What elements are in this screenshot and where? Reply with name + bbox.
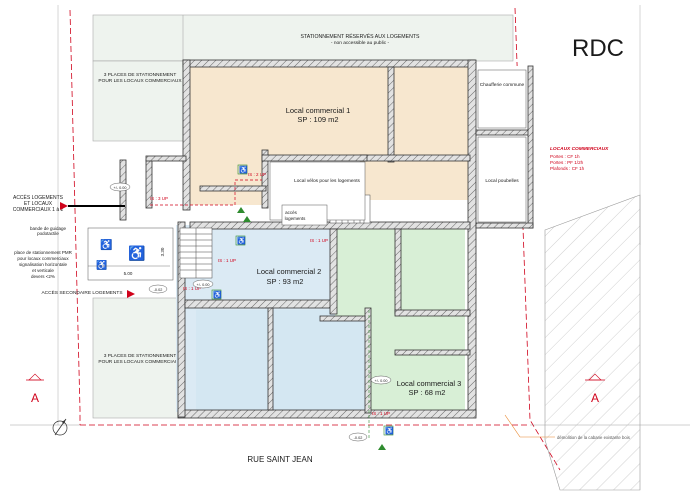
level-marker: +/- 0.00 — [370, 375, 392, 385]
wheelchair-icon: ♿ — [96, 259, 107, 270]
parking-left-top-line1: 3 PLACES DE STATIONNEMENT — [104, 72, 177, 78]
svg-text:♿: ♿ — [213, 290, 222, 299]
svg-text:-0.02: -0.02 — [354, 436, 363, 440]
acces-logements-room — [281, 204, 328, 226]
wheelchair-icon: ♿ — [100, 238, 112, 251]
chaufferie-zone — [470, 66, 532, 226]
svg-text:A: A — [591, 391, 599, 405]
poubelles-label: Local poubelles — [485, 178, 519, 184]
acces-logements-line-3: COMMERCIAUX 1 à 2 — [13, 207, 64, 213]
fire-legend-title: LOCAUX COMMERCIAUX — [550, 146, 609, 152]
parking-left-top — [92, 60, 184, 142]
accessibility-markers: ♿ ♿ ♿ ♿ — [211, 164, 394, 450]
walls — [119, 59, 534, 419]
svg-text:-0.02: -0.02 — [154, 288, 163, 292]
access-path — [150, 179, 262, 206]
level-marker: -0.02 — [148, 284, 168, 294]
level-title: RDC — [572, 35, 624, 62]
acces-logements-label-2: logements — [285, 216, 307, 221]
svg-text:♿: ♿ — [239, 165, 248, 174]
acces-secondaire-label: ACCÈS SECONDAIRE LOGEMENTS — [41, 289, 122, 296]
entry-arrow-icon — [60, 202, 68, 210]
acces-logements-label-1: accès — [285, 210, 298, 215]
level-marker: +/- 0.00 — [192, 279, 214, 289]
place-pmr-line-2: pour locaux commerciaux — [17, 256, 69, 261]
neighbour-building — [544, 194, 641, 491]
parking-left-bottom-line1: 3 PLACES DE STATIONNEMENT — [104, 353, 177, 359]
local-commercial-1 — [186, 66, 470, 205]
place-pmr-line-3: signalisation horizontale — [19, 262, 68, 267]
exit-tag: IS : 2 UP — [248, 172, 266, 177]
svg-text:♿: ♿ — [237, 236, 246, 245]
poubelles-room — [477, 136, 527, 223]
bande-guidage-line-1: bande de guidage — [30, 226, 67, 231]
parking-left-bottom — [92, 297, 182, 419]
place-pmr-line-5: devers <2% — [31, 274, 55, 279]
svg-text:♿: ♿ — [385, 426, 394, 435]
level-marker: +/- 0.00 — [109, 182, 131, 192]
demolition-note: démolition de la cabane existante bois — [557, 435, 630, 440]
exit-tag: IS : 1 UP — [372, 411, 390, 416]
svg-text:+/- 0.00: +/- 0.00 — [375, 379, 388, 383]
section-marker: A — [26, 373, 44, 405]
parking-left-top-line2: POUR LES LOCAUX COMMERCIAUX — [98, 78, 182, 84]
local-commercial-3 — [335, 225, 465, 412]
level-marker: -0.02 — [348, 432, 368, 442]
acces-logements-line-1: ACCÈS LOGEMENTS — [13, 194, 64, 201]
parking-left-bottom-line2: POUR LES LOCAUX COMMERCIAUX — [98, 359, 182, 365]
local-commercial-2 — [176, 225, 335, 412]
place-pmr-line-1: place de stationnement PMR — [14, 250, 73, 255]
local-commercial-2-front — [196, 310, 366, 412]
fire-legend-line-2: Portes : PF 1/2h — [550, 160, 584, 165]
chaufferie-room — [477, 69, 527, 129]
fire-legend-line-1: Portes : CF 1h — [550, 154, 580, 159]
street-name: RUE SAINT JEAN — [247, 455, 312, 464]
bande-guidage-line-2: podotactile — [37, 231, 59, 236]
parking-top-subtitle: - non accessible au public - — [331, 40, 390, 46]
entry-arrow-icon — [127, 290, 135, 298]
commercial-2-name: Local commercial 2 — [257, 267, 322, 276]
exit-tag: IS : 1 UP — [183, 286, 201, 291]
commercial-1-name: Local commercial 1 — [286, 106, 351, 115]
staircase — [179, 227, 213, 279]
acces-logements-line-2: ET LOCAUX — [24, 201, 53, 207]
parking-top-title: STATIONNEMENT RÉSERVÉS AUX LOGEMENTS — [301, 33, 420, 40]
dimension-330: 3.30 — [160, 247, 165, 256]
chaufferie-label: Chaufferie commune — [480, 82, 525, 88]
wheelchair-icon: ♿ — [128, 245, 145, 262]
fire-legend-line-3: Plafonds : CF 1h — [550, 166, 585, 171]
commercial-1-area: SP : 109 m2 — [297, 115, 338, 124]
svg-text:+/- 0.00: +/- 0.00 — [197, 283, 210, 287]
svg-text:+/- 0.00: +/- 0.00 — [114, 186, 127, 190]
dimension-5: 5.00 — [124, 271, 133, 276]
exit-tag: IS : 1 UP — [218, 258, 236, 263]
section-marker: A — [585, 373, 605, 405]
pmr-parking — [87, 227, 174, 281]
velos-label: Local vélos pour les logements — [294, 178, 360, 184]
compass-icon — [52, 418, 68, 436]
svg-text:A: A — [31, 391, 39, 405]
commercial-3-area: SP : 68 m2 — [409, 388, 446, 397]
exit-tag: IS : 1 UP — [310, 238, 328, 243]
place-pmr-line-4: et verticale — [32, 268, 54, 273]
exit-tag: IS : 3 UP — [150, 196, 168, 201]
commercial-3-name: Local commercial 3 — [397, 379, 462, 388]
commercial-2-area: SP : 93 m2 — [267, 277, 304, 286]
